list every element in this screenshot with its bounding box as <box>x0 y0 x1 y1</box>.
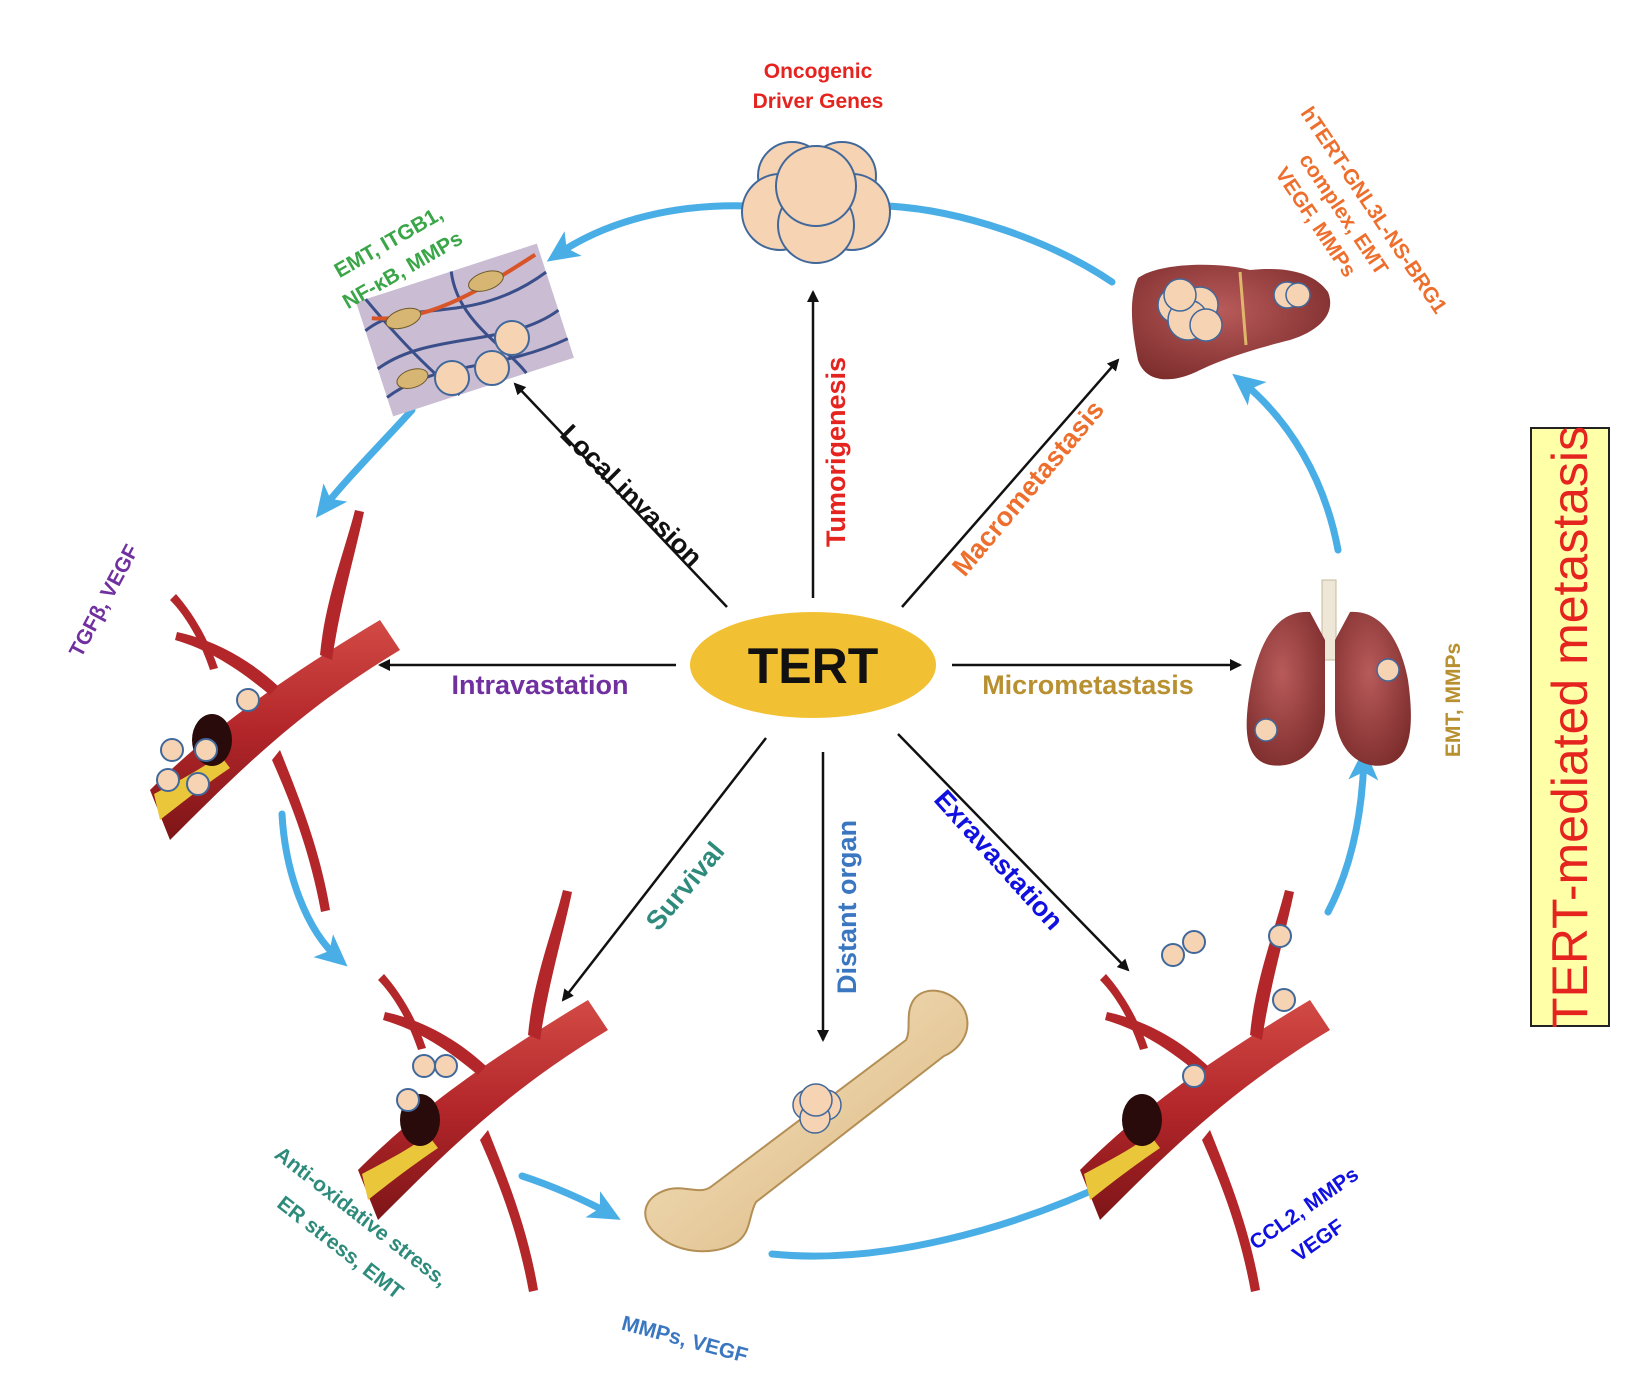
arrow-local-invasion <box>513 382 728 608</box>
label-bone-factors: MMPs, VEGF <box>619 1312 750 1368</box>
side-title: TERT-mediated metastasis <box>1542 425 1598 1029</box>
liver-image <box>1131 264 1331 380</box>
cycle-arrow-liver-to-tumor <box>884 202 1116 286</box>
bone-image <box>644 989 969 1253</box>
intravasation-vessel-image <box>150 510 400 912</box>
tert-label: TERT <box>748 638 879 694</box>
label-local-invasion: Local invasion <box>554 419 708 573</box>
cycle-arrow-lung-to-liver <box>1232 373 1342 554</box>
arrow-macrometastasis <box>901 358 1120 608</box>
label-distant-organ: Distant organ <box>832 820 862 994</box>
label-intravastation: Intravastation <box>451 670 628 700</box>
label-lung-factors: EMT, MMPs <box>1442 643 1465 757</box>
primary-tumor-cluster <box>741 141 891 264</box>
label-tumorigenesis: Tumorigenesis <box>821 357 851 547</box>
radial-arrows <box>378 290 1242 1042</box>
label-oncogenic-line1: Oncogenic <box>764 60 873 83</box>
invasion-cells <box>434 320 530 396</box>
label-exravastation: Exravastation <box>928 784 1069 936</box>
label-oncogenic-line2: Driver Genes <box>753 90 884 113</box>
cycle-arrows <box>278 202 1379 1260</box>
cycle-arrow-tumor-to-invasion <box>546 202 752 262</box>
arrow-survival <box>561 737 767 1002</box>
survival-vessel-image <box>358 890 608 1292</box>
label-macrometastasis: Macrometastasis <box>946 395 1110 582</box>
side-title-box: TERT-mediated metastasis <box>1530 425 1610 1029</box>
cycle-arrow-bone-to-extravasation <box>768 1175 1125 1260</box>
label-survival: Survival <box>640 836 731 936</box>
invasion-tissue-image <box>356 243 574 417</box>
cycle-arrow-intravasation-to-survival <box>278 810 348 967</box>
label-intravasation-factors: TGFβ, VEGF <box>65 541 143 661</box>
lung-image <box>1246 579 1411 766</box>
extravasation-vessel-image <box>1080 890 1330 1292</box>
arrow-exravastation <box>897 733 1130 972</box>
cycle-arrow-survival-to-bone <box>518 1172 621 1220</box>
tert-node: TERT <box>690 612 936 718</box>
cycle-arrow-extravasation-to-lung <box>1324 748 1379 916</box>
label-micrometastasis: Micrometastasis <box>982 670 1194 700</box>
cycle-arrow-invasion-to-intravasation <box>315 406 416 518</box>
